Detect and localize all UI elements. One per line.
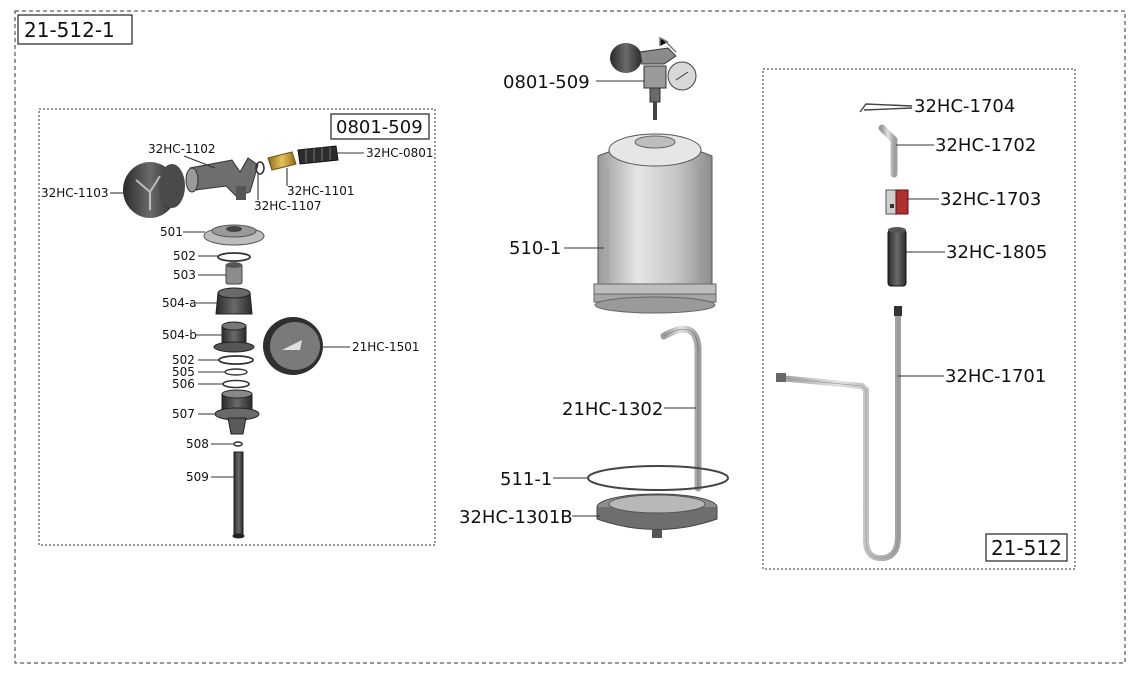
part-510-1 [593,133,717,314]
part-0801-509-assembly [610,36,697,120]
label-32HC-1107: 32HC-1107 [254,199,322,213]
part-502-upper [217,252,251,262]
left-frame [38,108,436,546]
part-21HC-1501 [263,317,323,375]
label-502-lower: 502 [172,353,195,367]
label-32HC-1301B: 32HC-1301B [459,507,573,528]
label-32HC-0801: 32HC-0801 [366,146,434,160]
right-frame [762,68,1076,570]
label-32HC-1701: 32HC-1701 [945,366,1046,387]
label-32HC-1704: 32HC-1704 [914,96,1015,117]
label-507: 507 [172,407,195,421]
label-32HC-1805: 32HC-1805 [946,242,1047,263]
label-503: 503 [173,268,196,282]
part-32HC-1702 [878,124,898,178]
part-507 [214,389,260,435]
part-511-1 [587,465,729,491]
left-title-box [330,113,430,140]
part-501 [203,224,265,246]
left-labels: 32HC-1102 32HC-0801 32HC-1103 32HC-1101 … [41,142,434,484]
part-32HC-1301B [596,493,718,538]
outer-title-box [17,14,133,45]
part-505 [224,368,248,376]
outer-title: 21-512-1 [24,18,115,42]
part-504-a [215,287,253,315]
part-32HC-1103 [123,162,185,218]
part-503 [225,262,243,285]
label-509: 509 [186,470,209,484]
label-504-b: 504-b [162,328,197,342]
part-508 [233,441,243,447]
label-511-1: 511-1 [500,469,552,490]
center-leaders [553,80,696,517]
right-title-box [985,533,1068,562]
right-leaders [896,144,945,377]
part-32HC-1704 [859,103,913,113]
part-32HC-1805 [887,227,907,287]
label-21HC-1501: 21HC-1501 [352,340,420,354]
label-0801-509: 0801-509 [503,72,590,93]
label-32HC-1102: 32HC-1102 [148,142,216,156]
part-32HC-1701 [776,306,902,562]
label-32HC-1101: 32HC-1101 [287,184,355,198]
label-21HC-1302: 21HC-1302 [562,399,663,420]
right-title: 21-512 [991,536,1062,560]
part-32HC-1102 [185,157,259,200]
label-505: 505 [172,365,195,379]
left-leaders [110,152,364,478]
part-21HC-1302 [660,325,702,492]
part-32HC-1703 [885,189,909,215]
outer-frame [14,10,1126,664]
label-501: 501 [160,225,183,239]
label-32HC-1703: 32HC-1703 [940,189,1041,210]
part-32HC-0801 [297,145,339,165]
part-32HC-1107 [255,161,265,175]
part-502-lower [218,355,254,365]
label-508: 508 [186,437,209,451]
left-title: 0801-509 [336,117,423,138]
label-32HC-1103: 32HC-1103 [41,186,109,200]
label-510-1: 510-1 [509,238,561,259]
label-506: 506 [172,377,195,391]
part-506 [222,379,250,389]
label-502-upper: 502 [173,249,196,263]
label-504-a: 504-a [162,296,197,310]
part-509 [232,451,245,539]
part-32HC-1101 [267,151,297,171]
right-labels: 32HC-1704 32HC-1702 32HC-1703 32HC-1805 … [914,96,1047,387]
label-32HC-1702: 32HC-1702 [935,135,1036,156]
center-labels: 0801-509 510-1 21HC-1302 511-1 32HC-1301… [459,72,663,528]
part-504-b [213,321,255,353]
